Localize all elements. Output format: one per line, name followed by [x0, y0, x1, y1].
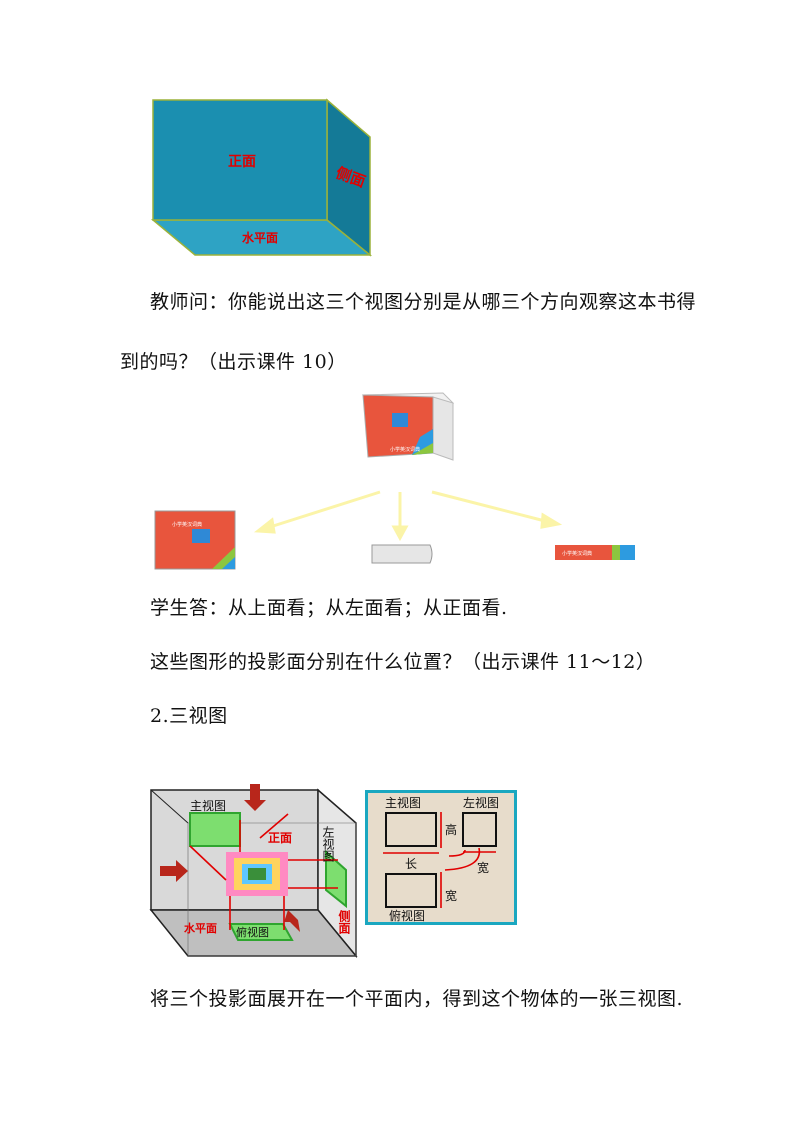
svg-text:小学英汉词典: 小学英汉词典: [172, 521, 202, 528]
diagram-width-label-2: 宽: [445, 888, 457, 903]
svg-text:小学英汉词典: 小学英汉词典: [390, 446, 420, 453]
box-side-plane-label: 侧面: [337, 909, 351, 935]
diagram-length-label: 长: [405, 857, 417, 871]
diagram-height-label: 高: [445, 822, 457, 837]
book-front-view: 小学英汉词典: [154, 510, 236, 570]
diagram-top-view-label: 俯视图: [389, 908, 425, 923]
student-answer: 学生答：从上面看；从左面看；从正面看.: [150, 597, 508, 619]
arrow-from-left-icon: [160, 860, 188, 882]
diagram-main-view-label: 主视图: [385, 795, 421, 810]
arrow-from-top-icon: [244, 784, 266, 811]
conclusion-text: 将三个投影面展开在一个平面内，得到这个物体的一张三视图.: [150, 988, 684, 1010]
view-arrows: [253, 490, 563, 542]
face-labeled-box-figure: 正面 侧面 水平面: [150, 98, 373, 257]
box-front-plane-label: 正面: [268, 831, 292, 845]
book-3d-image: 小学英汉词典: [361, 392, 455, 461]
left-view-rect: [462, 812, 497, 847]
arrow-from-front-icon: [284, 910, 300, 932]
front-face-label: 正面: [228, 154, 256, 170]
three-view-diagram: 主视图 左视图 高 长 宽 宽 俯视图: [365, 790, 517, 925]
svg-text:小学英汉词典: 小学英汉词典: [562, 550, 592, 557]
box-left-view-label: 左视图: [321, 825, 335, 862]
teacher-question-line2: 到的吗？（出示课件 10）: [120, 351, 347, 373]
diagram-width-label-1: 宽: [477, 860, 489, 875]
main-view-rect: [385, 812, 437, 847]
box-top-view-label: 俯视图: [236, 925, 269, 939]
projection-box-figure: 主视图 正面 左视图 侧面 水平面 俯视图: [149, 784, 358, 959]
book-side-view: 小学英汉词典: [555, 545, 635, 560]
book-views-figure: 小学英汉词典 小学英汉词典 小学英汉词典: [154, 392, 635, 570]
teacher-question-line1: 教师问：你能说出这三个视图分别是从哪三个方向观察这本书得: [150, 291, 697, 313]
book-top-view: [371, 544, 433, 564]
top-view-rect: [385, 873, 437, 908]
box-front-face: [152, 99, 328, 221]
section-heading: 2.三视图: [150, 705, 228, 727]
box-horizontal-plane-label: 水平面: [184, 921, 217, 935]
box-main-view-label: 主视图: [190, 798, 226, 813]
projection-question: 这些图形的投影面分别在什么位置？（出示课件 11～12）: [150, 651, 656, 673]
bottom-face-label: 水平面: [242, 230, 278, 245]
diagram-left-view-label: 左视图: [463, 795, 499, 810]
